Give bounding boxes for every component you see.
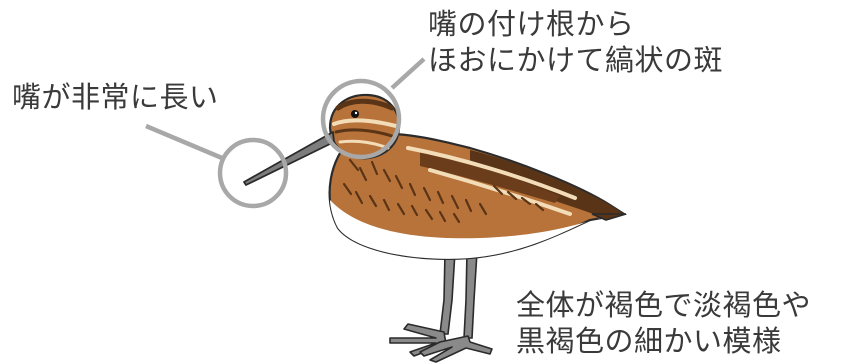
- bill: [243, 131, 335, 186]
- label-body-line2: 黒褐色の細かい模様: [516, 324, 782, 358]
- feet: [389, 323, 493, 363]
- label-bill-text: 嘴が非常に長い: [12, 80, 219, 114]
- label-face: 嘴の付け根から ほおにかけて縞状の斑: [428, 6, 723, 78]
- eye-icon: [351, 110, 359, 118]
- label-body-line1: 全体が褐色で淡褐色や: [516, 288, 812, 322]
- label-body: 全体が褐色で淡褐色や 黒褐色の細かい模様: [516, 287, 811, 359]
- legs: [439, 251, 478, 339]
- callout-face: [320, 57, 426, 160]
- bird-body: [328, 132, 627, 260]
- label-face-line1: 嘴の付け根から: [428, 7, 635, 41]
- callout-bill: [145, 123, 289, 209]
- label-face-line2: ほおにかけて縞状の斑: [428, 43, 724, 77]
- label-bill: 嘴が非常に長い: [12, 79, 219, 115]
